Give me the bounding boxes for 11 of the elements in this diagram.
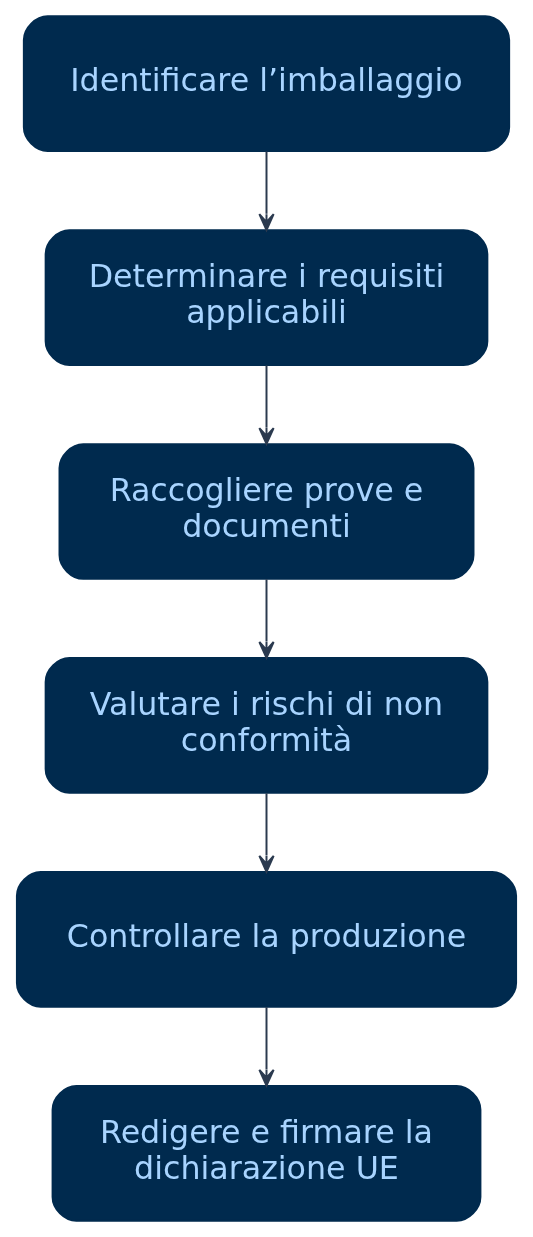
arrow bbox=[258, 364, 275, 445]
node-box: Identificare l’imballaggio bbox=[22, 15, 511, 153]
arrow bbox=[258, 1006, 275, 1087]
node-box: Determinare i requisiti applicabili bbox=[44, 229, 489, 366]
arrow bbox=[258, 792, 275, 873]
node-box: Redigere e firmare la dichiarazione UE bbox=[51, 1084, 482, 1222]
arrow bbox=[258, 150, 275, 231]
node-box: Valutare i rischi di non conformità bbox=[44, 657, 489, 794]
node-box: Raccogliere prove e documenti bbox=[58, 443, 475, 580]
node-box: Controllare la produzione bbox=[15, 871, 518, 1008]
arrow bbox=[258, 578, 275, 659]
